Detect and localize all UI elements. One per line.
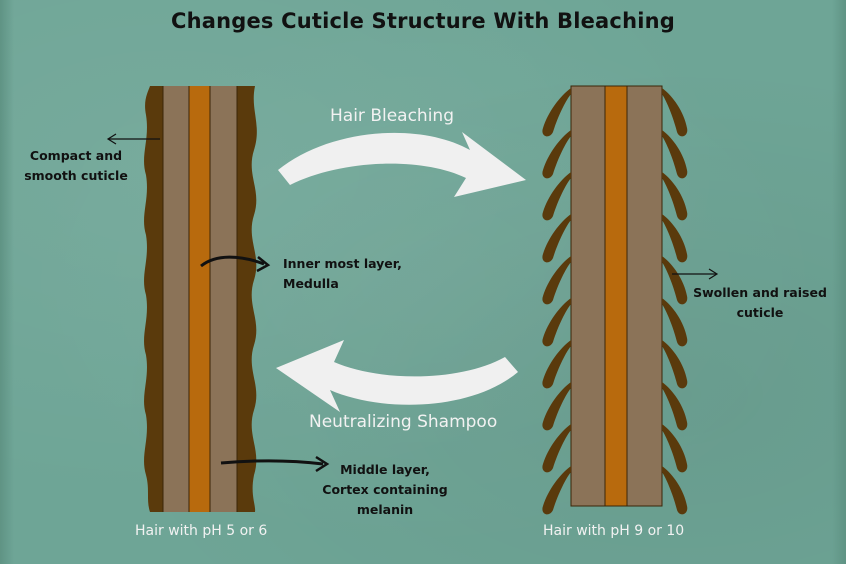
compact-cuticle-pointer: [106, 133, 160, 145]
diagram-title: Changes Cuticle Structure With Bleaching: [170, 9, 676, 33]
right-hair-strand: [542, 85, 688, 515]
bleaching-arrow: [278, 132, 526, 197]
right-edge-shade: [832, 0, 846, 564]
cortex-pointer: [220, 455, 330, 473]
hair-bleaching-label: Hair Bleaching: [330, 106, 454, 126]
shampoo-arrow: [276, 340, 518, 412]
left-edge-shade: [0, 0, 14, 564]
right-hair-caption: Hair with pH 9 or 10: [543, 523, 685, 539]
left-hair-caption: Hair with pH 5 or 6: [135, 523, 268, 539]
cortex-label: Middle layer, Cortex containing melanin: [322, 462, 448, 517]
medulla-label: Inner most layer, Medulla: [283, 256, 402, 291]
raised-cuticle-pointer: [672, 268, 719, 280]
compact-cuticle-label: Compact and smooth cuticle: [24, 148, 128, 183]
left-hair-strand: [144, 86, 257, 512]
neutralizing-shampoo-label: Neutralizing Shampoo: [309, 412, 498, 432]
raised-cuticle-label: Swollen and raised cuticle: [693, 285, 827, 320]
medulla-pointer: [200, 255, 271, 273]
left-medulla: [189, 86, 210, 512]
pointer-arrows: [106, 133, 719, 473]
right-raised-cuticle-scales: [542, 88, 688, 515]
right-medulla: [604, 85, 628, 507]
